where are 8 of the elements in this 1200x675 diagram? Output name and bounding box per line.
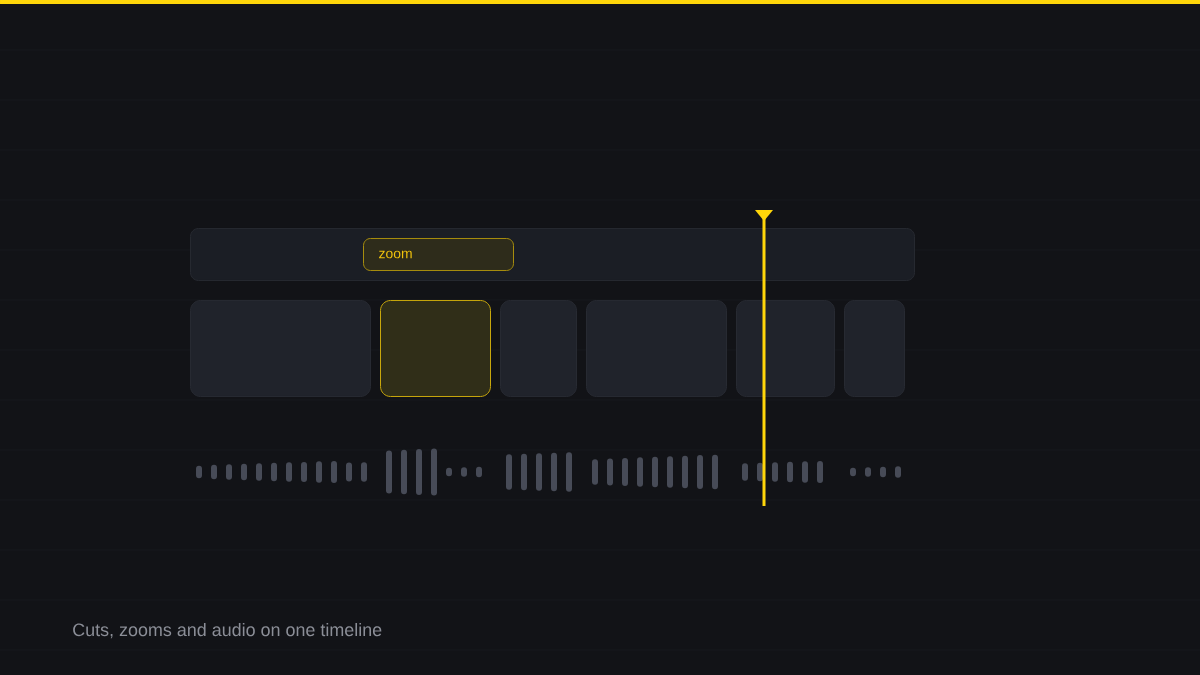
- caption: Cuts, zooms and audio on one timeline: [73, 623, 382, 639]
- clip-block: [586, 300, 727, 397]
- clip-block: [736, 300, 835, 397]
- clip-block: [844, 300, 905, 397]
- clip-block: [500, 300, 577, 397]
- clip-block: [190, 300, 371, 397]
- clip-block: [380, 300, 491, 397]
- track-segment: zoom: [363, 238, 514, 271]
